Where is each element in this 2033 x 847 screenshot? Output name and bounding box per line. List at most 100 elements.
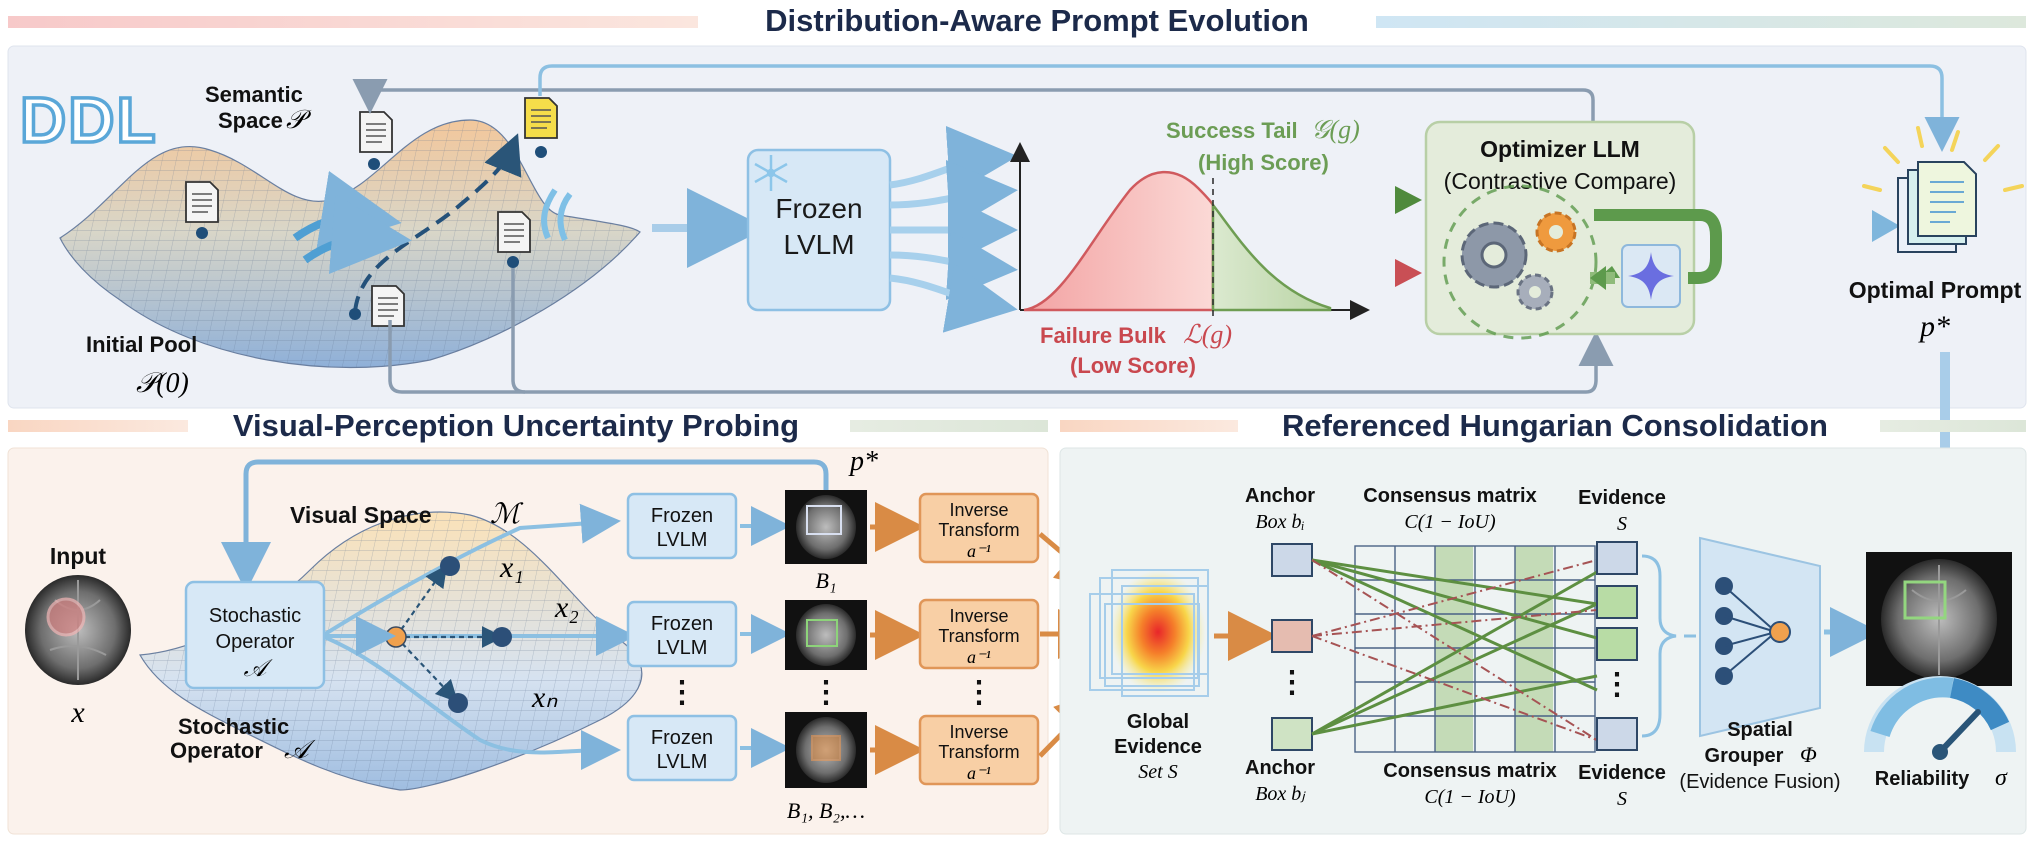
fan-arrows [889, 125, 1018, 333]
semantic-space-label: Semantic [205, 82, 303, 107]
grouper-label: Spatial [1727, 719, 1793, 741]
success-tail-label: Success Tail [1166, 118, 1298, 143]
xn-label: xₙ [531, 681, 558, 714]
reliability-label: Reliability [1875, 768, 1970, 790]
frozen-lvlm-2-line2: LVLM [657, 637, 708, 659]
inverse-1-line2: Transform [938, 520, 1019, 540]
optimizer-subtitle: (Contrastive Compare) [1444, 168, 1677, 194]
brace [1641, 554, 1677, 738]
anchor-label-top: Anchor [1245, 485, 1315, 507]
frozen-lvlm-label-line2: LVLM [783, 229, 854, 260]
initial-pool-symbol: 𝒫(0) [136, 368, 189, 399]
highlighted-doc-icon [524, 97, 558, 158]
evidence-label-top: Evidence [1578, 487, 1666, 509]
ddl-logo: DDL [20, 84, 158, 156]
evidence-box [1596, 627, 1638, 661]
inverse-1-line1: Inverse [949, 500, 1008, 520]
optimizer-llm-box: Optimizer LLM (Contrastive Compare) [1424, 120, 1722, 340]
inverse-n-line1: Inverse [949, 722, 1008, 742]
vdots: ⋮ [1277, 666, 1307, 699]
b-all-label: B₁, B₂,… [787, 798, 865, 823]
vdots: ⋮ [1602, 668, 1632, 701]
inverse-transform-2: Inverse Transform a⁻¹ [918, 598, 1040, 670]
inverse-n-symbol: a⁻¹ [967, 763, 991, 783]
consensus-formula-bottom: C(1 − IoU) [1424, 786, 1516, 808]
anchor-box-bottom: Box bⱼ [1255, 783, 1306, 805]
anchor-box [1271, 543, 1313, 577]
low-score-label: (Low Score) [1070, 353, 1196, 378]
sparkle-icon [1628, 252, 1674, 300]
doc-icon [349, 285, 405, 327]
x1-label: x₁ [499, 551, 524, 584]
stochastic-label-line2: Operator [170, 738, 263, 763]
inverse-transform-n: Inverse Transform a⁻¹ [918, 714, 1040, 786]
input-label: Input [50, 543, 107, 569]
score-distribution [1010, 142, 1370, 320]
grouper-label-line3: (Evidence Fusion) [1679, 771, 1840, 793]
frozen-lvlm-label: Frozen [775, 193, 862, 224]
frozen-lvlm-2: Frozen LVLM [626, 600, 738, 668]
left-title: Visual-Perception Uncertainty Probing [233, 408, 799, 443]
gear-icon [1460, 221, 1528, 289]
grouper-symbol: Φ [1800, 742, 1817, 767]
anchor-box-top: Box bᵢ [1255, 511, 1304, 533]
global-evidence-label-line2: Evidence [1114, 736, 1202, 758]
optimal-prompt-label: Optimal Prompt [1849, 277, 2022, 303]
failure-bulk-symbol: ℒ(g) [1183, 320, 1232, 349]
consensus-label-bottom: Consensus matrix [1383, 760, 1556, 782]
global-evidence-heatmap [1089, 569, 1209, 697]
success-tail-symbol: 𝒢(g) [1311, 115, 1360, 144]
x2-label: x₂ [554, 591, 579, 624]
initial-pool-label: Initial Pool [86, 332, 197, 357]
inverse-n-line2: Transform [938, 742, 1019, 762]
evidence-box [1596, 585, 1638, 619]
frozen-lvlm-1-line1: Frozen [651, 505, 713, 527]
consensus-label-top: Consensus matrix [1363, 485, 1536, 507]
frozen-lvlm-box: Frozen LVLM [746, 148, 892, 312]
evidence-label-bottom: Evidence [1578, 762, 1666, 784]
frozen-lvlm-n-line2: LVLM [657, 751, 708, 773]
prompt-symbol: p* [848, 446, 878, 477]
inverse-2-line2: Transform [938, 626, 1019, 646]
snowflake-icon [754, 155, 788, 191]
spatial-grouper [1699, 536, 1821, 738]
section-left: Visual-Perception Uncertainty Probing In… [7, 408, 1108, 835]
evidence-symbol-bottom: S [1617, 788, 1627, 810]
stochastic-operator-box: Stochastic Operator 𝒜 [184, 580, 326, 690]
manifold-symbol: ℳ [490, 499, 524, 530]
reliability-symbol: σ [1995, 765, 2008, 791]
mri-thumbnail [785, 600, 867, 670]
semantic-space-label-line2: Space [218, 108, 283, 133]
gear-icon [1516, 273, 1554, 311]
consensus-matrix [1311, 545, 1598, 753]
frozen-lvlm-1: Frozen LVLM [626, 492, 738, 560]
inverse-transform-1: Inverse Transform a⁻¹ [918, 492, 1040, 564]
vdots: ⋮ [811, 676, 841, 709]
top-title: Distribution-Aware Prompt Evolution [765, 3, 1309, 38]
evidence-symbol-top: S [1617, 513, 1627, 535]
optimal-prompt-symbol: p* [1918, 310, 1950, 343]
vdots: ⋮ [667, 676, 697, 709]
section-top: Distribution-Aware Prompt Evolution DDL [7, 3, 2027, 565]
doc-icon [185, 181, 219, 239]
inverse-2-symbol: a⁻¹ [967, 647, 991, 667]
evidence-box [1596, 717, 1638, 751]
global-evidence-set: Set S [1138, 761, 1177, 783]
output-mri-image [1866, 552, 2012, 686]
grouper-label-line2: Grouper [1705, 745, 1784, 767]
right-title: Referenced Hungarian Consolidation [1282, 408, 1828, 443]
stochastic-label: Stochastic [178, 714, 289, 739]
inverse-1-symbol: a⁻¹ [967, 541, 991, 561]
frozen-lvlm-1-line2: LVLM [657, 529, 708, 551]
evidence-box [1596, 541, 1638, 575]
failure-bulk-label: Failure Bulk [1040, 323, 1167, 348]
section-right: Referenced Hungarian Consolidation Globa… [1059, 408, 2027, 835]
anchor-box [1271, 717, 1313, 751]
stochastic-box-line1: Stochastic [209, 605, 301, 627]
anchor-label-bottom: Anchor [1245, 757, 1315, 779]
high-score-label: (High Score) [1198, 150, 1329, 175]
anchor-box [1271, 619, 1313, 653]
optimal-prompt-icon [1862, 126, 2024, 253]
vdots: ⋮ [964, 676, 994, 709]
